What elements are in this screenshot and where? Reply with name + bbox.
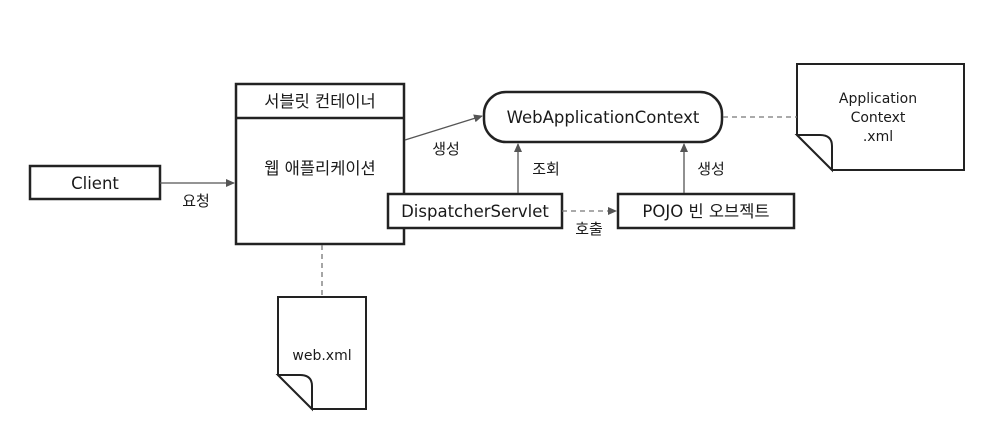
web-xml-label: web.xml (292, 348, 351, 364)
call-label: 호출 (575, 220, 603, 238)
app-context-xml-line1: Application (839, 91, 917, 107)
pojo-bean-label: POJO 빈 오브젝트 (642, 202, 769, 221)
web-xml-document: web.xml (275, 296, 367, 412)
servlet-container-title: 서블릿 컨테이너 (264, 92, 376, 111)
create-context-arrow (404, 114, 483, 141)
dispatcher-servlet-box: DispatcherServlet (386, 192, 564, 230)
web-application-context-box: WebApplicationContext (482, 90, 724, 144)
pojo-bean-box: POJO 빈 오브젝트 (616, 192, 796, 230)
create-bean-label: 생성 (697, 160, 725, 178)
create-context-label: 생성 (432, 140, 460, 158)
lookup-label: 조회 (532, 160, 560, 178)
web-application-label: 웹 애플리케이션 (264, 159, 376, 178)
request-label: 요청 (182, 192, 210, 210)
web-application-context-label: WebApplicationContext (507, 108, 700, 127)
app-context-xml-line2: Context (851, 110, 906, 126)
app-context-xml-line3: .xml (863, 129, 893, 145)
application-context-xml-document: Application Context .xml (794, 63, 965, 173)
servlet-container: 서블릿 컨테이너 웹 애플리케이션 (234, 82, 406, 246)
dispatcher-servlet-label: DispatcherServlet (401, 202, 549, 221)
client-label: Client (71, 174, 119, 193)
client-box: Client (28, 164, 162, 201)
